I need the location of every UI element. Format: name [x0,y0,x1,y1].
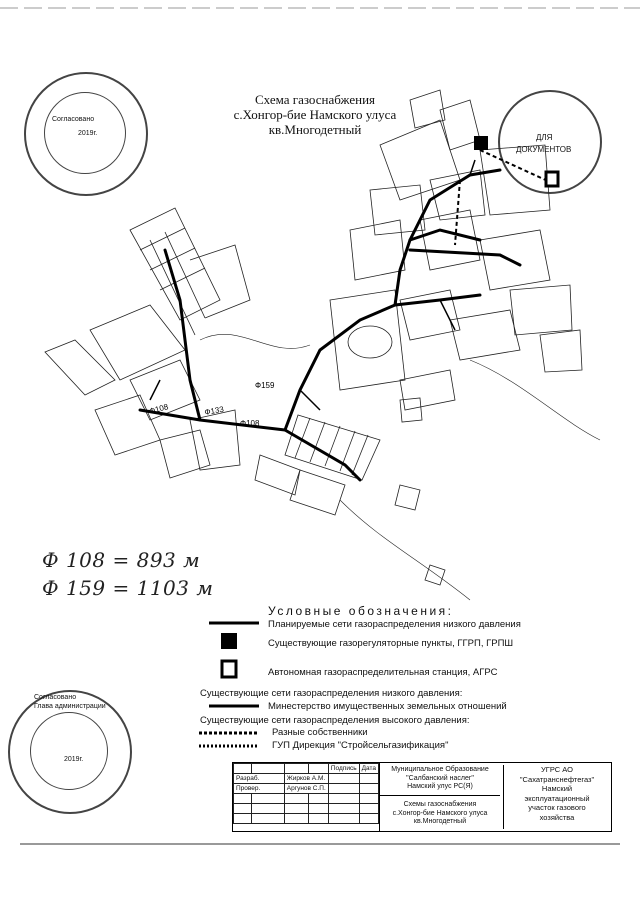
lots-top [369,89,551,236]
pipelines-existing [138,168,522,482]
title-line1: Схема газоснабжения [254,92,376,107]
title-line2: с.Хонгор-бие Намского улуса [233,107,397,122]
org-line: Намский улус РС(Я) [407,783,473,790]
razrab-name: Жирков А.М. [283,773,329,784]
legend-item-agrs: Автономная газораспределительная станция… [268,667,498,678]
legend-item-grp: Существующие газорегуляторные пункты, ГГ… [268,638,514,649]
razrab-role: Разраб. [233,773,285,784]
legend-symbols [199,621,259,748]
org-line: Муниципальное Образование [391,766,489,773]
map-label-pipe: Ф108 [240,419,260,428]
company-name: УГРС АО "Сахатранснефтегаз" Намский эксп… [503,765,610,829]
col-date: Дата [358,763,380,774]
map-title: Схема газоснабжения с.Хонгор-бие Намског… [150,92,480,137]
top-dashed-border [0,7,640,9]
legend-symbol-agrs [220,659,238,679]
title-block-main: Муниципальное Образование "Салбанский на… [379,763,500,831]
pipelines-branches [149,159,476,411]
company-line: "Сахатранснефтегаз" [519,774,595,784]
grp-marker [474,136,488,150]
stamp-text: 2019г. [78,130,98,137]
legend-existing-high-header: Существующие сети газораспределения высо… [200,715,470,726]
pipelines-high-pressure [454,149,551,246]
legend-existing-low-header: Существующие сети газораспределения низк… [200,688,463,699]
lots-center [329,209,583,423]
stamp-text: ДОКУМЕНТОВ [516,145,572,154]
company-line: хозяйства [539,812,575,822]
stamp-text: ДЛЯ [536,133,553,142]
prover-name: Аргунов С.П. [283,783,329,794]
stamp-text: Глава администрации [34,703,106,710]
scheme-line: Схемы газоснабжения [403,801,477,808]
title-line3: кв.Многодетный [268,122,362,137]
approval-stamp-bottom-left: Согласовано Глава администрации 2019г. [8,690,132,814]
lots-middle-row [254,414,381,516]
company-line: Намский [541,784,573,793]
org-name: Муниципальное Образование "Салбанский на… [380,766,500,792]
approval-stamp-top-right: ДЛЯ ДОКУМЕНТОВ [498,90,602,194]
lots-left-arm [44,207,251,479]
company-line: УГРС АО [541,765,573,774]
company-line: участок газового [528,803,586,812]
legend-symbol-grp [221,633,237,649]
legend-title: Условные обозначения: [268,604,454,618]
legend-item-ministry: Минестерство имущественных земельных отн… [268,701,507,712]
scheme-name: Схемы газоснабжения с.Хонгор-бие Намског… [380,801,500,827]
map-label-pipe: Ф133 [204,405,225,417]
bottom-border-line [20,843,620,845]
company-line: эксплуатационный [524,793,590,803]
legend-item-various-owners: Разные собственники [272,727,368,738]
scheme-line: кв.Многодетный [413,818,467,825]
agrs-marker [544,170,560,188]
stamp-text: 2019г. [64,756,84,763]
stamp-text: Согласовано [52,116,95,123]
stamp-text: Согласовано [34,694,77,701]
scheme-line: с.Хонгор-бие Намского улуса [392,809,488,817]
legend-item-planned: Планируемые сети газораспределения низко… [268,619,521,630]
handwritten-d159: Ф 159 = 1103 м [42,576,214,600]
prover-role: Провер. [233,783,285,794]
approval-stamp-top-left: Согласовано 2019г. [24,72,148,196]
handwritten-d108: Ф 108 = 893 м [42,548,201,572]
map-label-pipe: Ф159 [255,381,275,390]
legend-item-gup: ГУП Дирекция "Стройсельгазификация" [272,740,449,751]
col-signature: Подпись [327,763,360,774]
org-line: "Салбанский наслег" [406,774,474,782]
